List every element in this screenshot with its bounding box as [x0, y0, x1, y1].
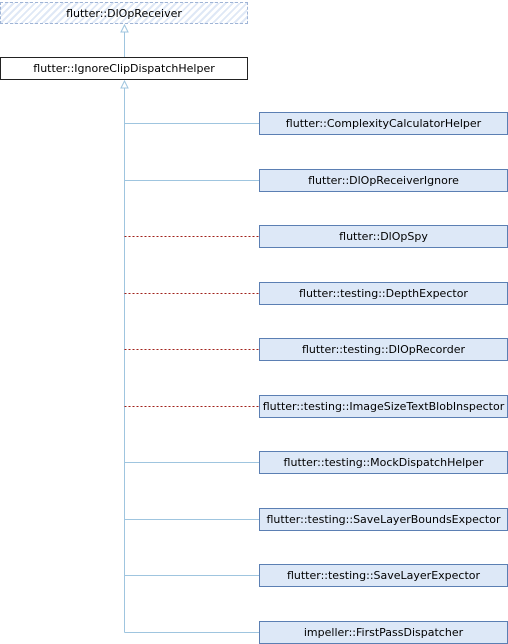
derived-class-node[interactable]: flutter::DlOpReceiverIgnore [259, 169, 508, 192]
derived-class-label: flutter::ComplexityCalculatorHelper [285, 117, 482, 130]
main-class-label: flutter::IgnoreClipDispatchHelper [33, 62, 215, 75]
derived-class-label: flutter::testing::SaveLayerExpector [286, 569, 481, 582]
inheritance-arrowhead [120, 23, 129, 33]
derived-class-node[interactable]: flutter::ComplexityCalculatorHelper [259, 112, 508, 135]
derived-class-label: flutter::DlOpReceiverIgnore [308, 174, 459, 187]
derived-class-node[interactable]: flutter::testing::DlOpRecorder [259, 338, 508, 361]
base-class-node[interactable]: flutter::DlOpReceiver [0, 2, 248, 24]
derived-class-node[interactable]: impeller::FirstPassDispatcher [259, 621, 508, 644]
derived-class-node[interactable]: flutter::testing::DepthExpector [259, 282, 508, 305]
derived-class-label: flutter::testing::SaveLayerBoundsExpecto… [266, 513, 501, 526]
derived-class-label: flutter::testing::DepthExpector [299, 287, 468, 300]
derived-class-label: flutter::DlOpSpy [339, 230, 428, 243]
main-class-node[interactable]: flutter::IgnoreClipDispatchHelper [0, 57, 248, 80]
inheritance-arrowhead [120, 79, 129, 89]
derived-class-label: flutter::testing::MockDispatchHelper [283, 456, 484, 469]
derived-class-node[interactable]: flutter::testing::MockDispatchHelper [259, 451, 508, 474]
derived-class-label: flutter::testing::DlOpRecorder [301, 343, 466, 356]
derived-class-node[interactable]: flutter::testing::SaveLayerExpector [259, 564, 508, 587]
derived-class-node[interactable]: flutter::testing::ImageSizeTextBlobInspe… [259, 395, 508, 418]
base-class-label: flutter::DlOpReceiver [66, 6, 182, 20]
derived-class-node[interactable]: flutter::DlOpSpy [259, 225, 508, 248]
derived-class-node[interactable]: flutter::testing::SaveLayerBoundsExpecto… [259, 508, 508, 531]
derived-class-label: flutter::testing::ImageSizeTextBlobInspe… [262, 400, 505, 413]
derived-class-label: impeller::FirstPassDispatcher [303, 626, 464, 639]
